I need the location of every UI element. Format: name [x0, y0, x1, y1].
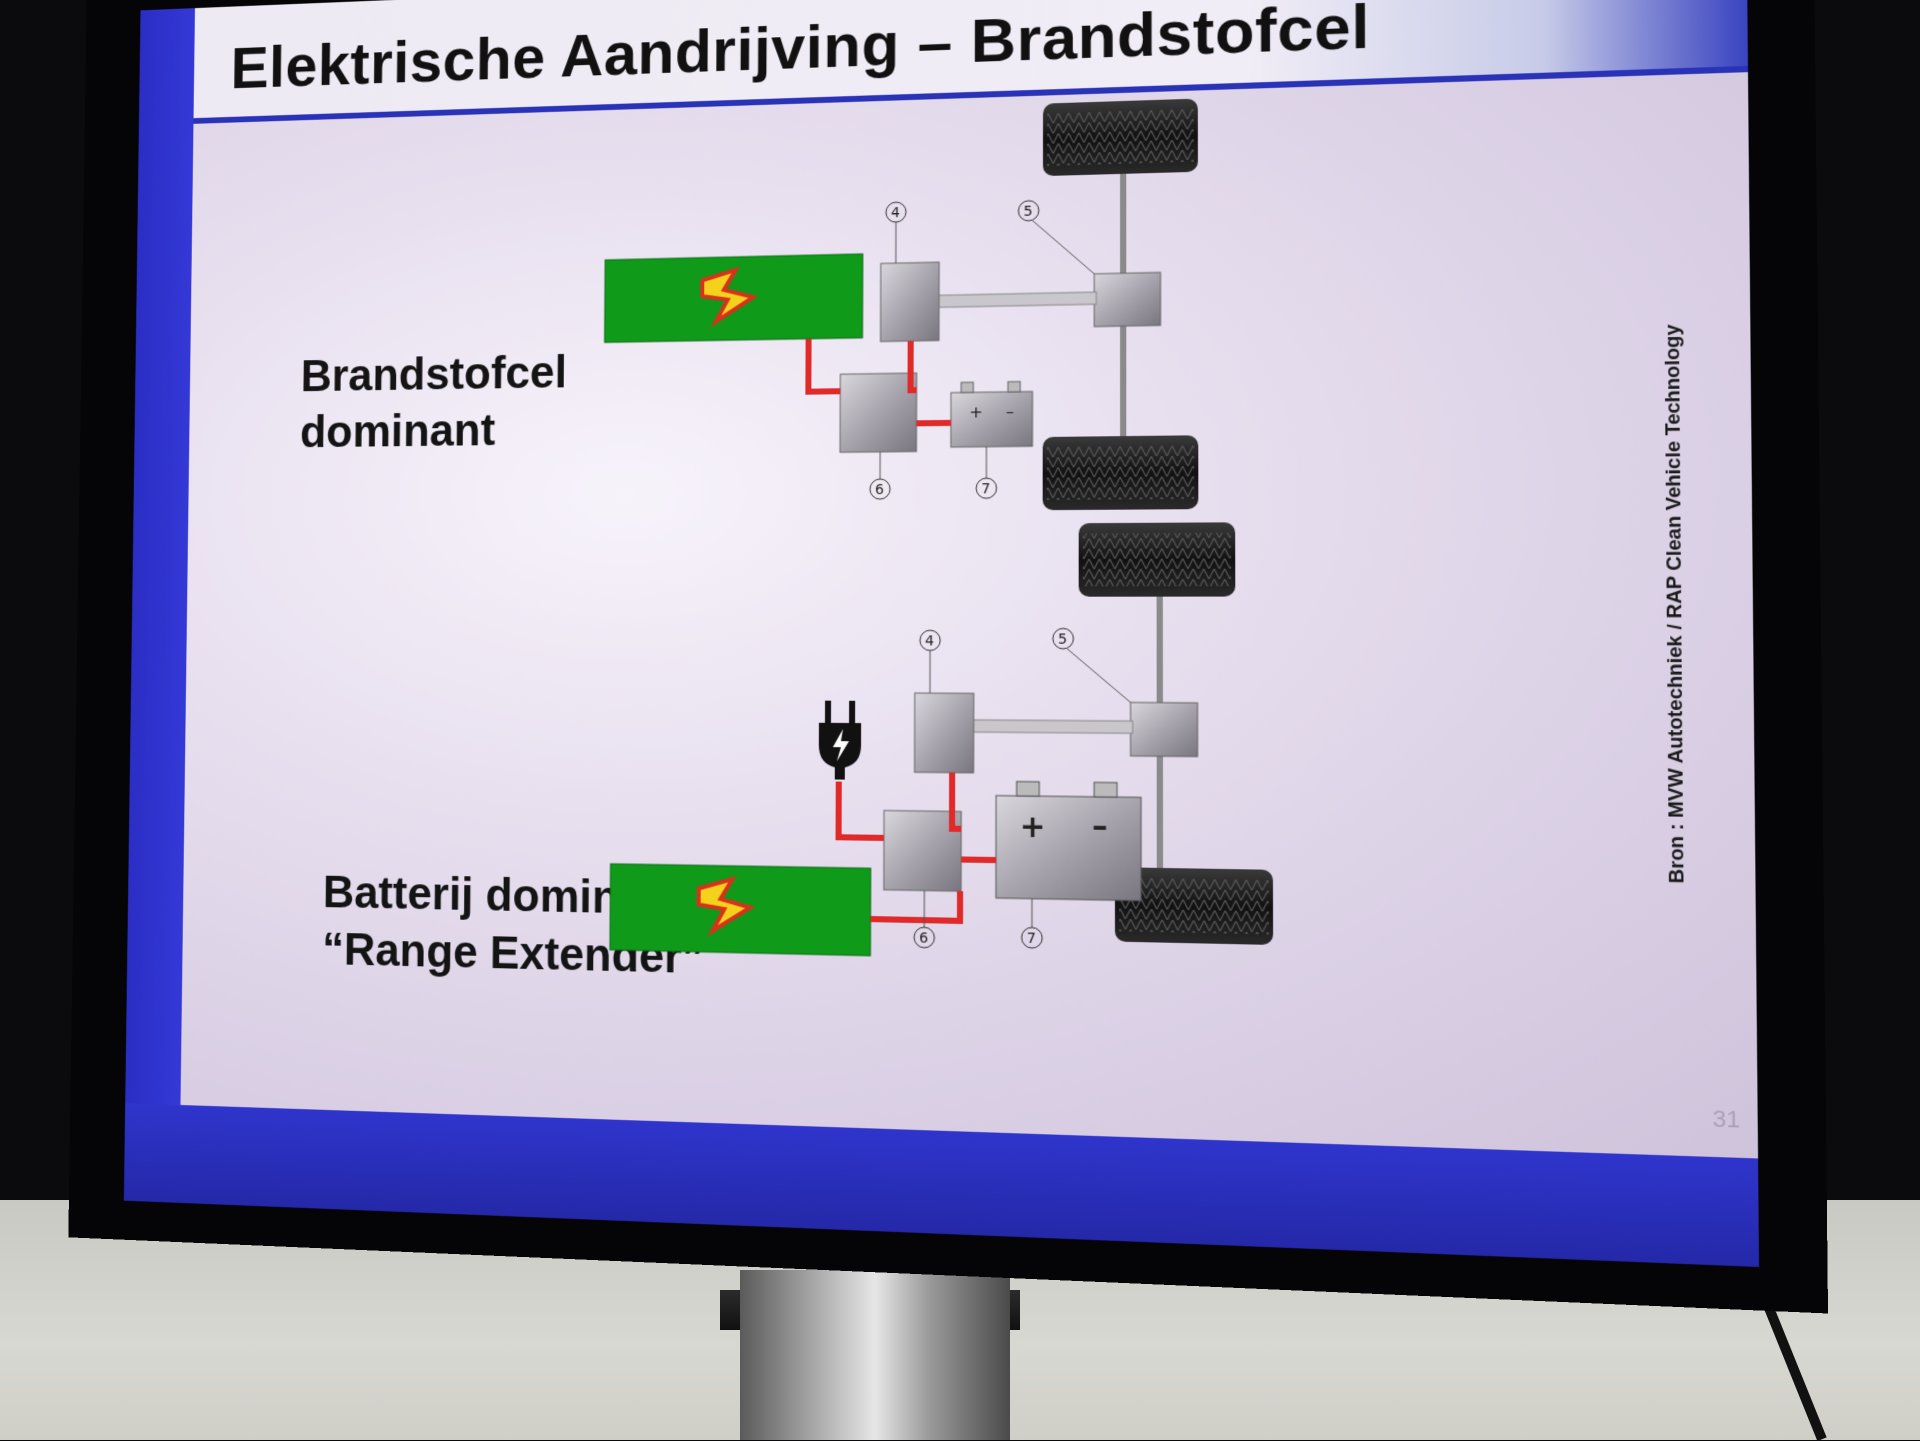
- source-credit: Bron : MVW Autotechniek / RAP Clean Vehi…: [1661, 324, 1690, 883]
- drivetrain-diagrams: + – 4: [180, 0, 1758, 1158]
- callout-4-bottom: 4: [925, 633, 934, 650]
- power-converter-top: [840, 373, 917, 452]
- callout-7-bottom: 7: [1027, 930, 1036, 947]
- differential-bottom: [1131, 702, 1198, 756]
- tire-icon: [1043, 435, 1199, 510]
- tire-icon: [1079, 522, 1236, 596]
- callout-6-top: 6: [875, 482, 884, 499]
- diagram-top: + – 4: [603, 99, 1198, 513]
- battery-icon: + –: [996, 781, 1141, 900]
- power-plug-icon: [819, 701, 861, 780]
- battery-plus-top: +: [969, 403, 983, 422]
- callout-6-bottom: 6: [919, 930, 928, 947]
- battery-minus-top: –: [1006, 402, 1014, 421]
- monitor-screen: Elektrische Aandrijving – Brandstofcel B…: [68, 0, 1828, 1313]
- battery-minus-bottom: –: [1092, 807, 1108, 843]
- drive-shaft-bottom: [966, 720, 1133, 734]
- drive-shaft-top: [931, 292, 1096, 307]
- tire-icon: [1043, 99, 1198, 177]
- electric-motor-bottom: [915, 693, 974, 773]
- slide-content: Elektrische Aandrijving – Brandstofcel B…: [180, 0, 1758, 1158]
- battery-plus-bottom: +: [1020, 808, 1046, 844]
- monitor-stand: [740, 1270, 1010, 1440]
- battery-icon: + –: [951, 381, 1033, 447]
- callout-7-top: 7: [981, 481, 990, 498]
- page-number: 31: [1712, 1105, 1740, 1134]
- electric-motor-top: [881, 262, 940, 341]
- slide: Elektrische Aandrijving – Brandstofcel B…: [124, 0, 1759, 1267]
- diagram-bottom: + –: [610, 522, 1273, 965]
- differential-top: [1094, 272, 1160, 326]
- callout-4-top: 4: [891, 205, 900, 222]
- callout-5-top: 5: [1024, 203, 1033, 220]
- callout-5-bottom: 5: [1058, 631, 1067, 648]
